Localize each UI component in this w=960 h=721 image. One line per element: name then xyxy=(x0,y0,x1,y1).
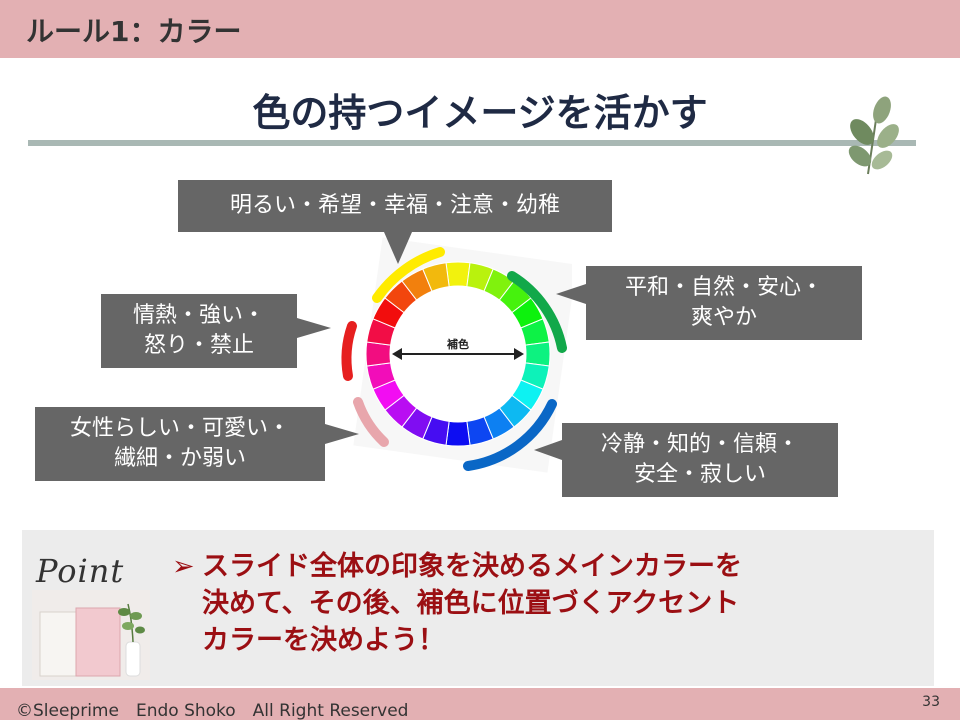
callout-green-tail xyxy=(556,284,586,304)
callout-green-line1: 平和・自然・安心・ xyxy=(624,275,823,300)
color-wheel: 補色 xyxy=(341,237,572,473)
callout-blue-line1: 冷静・知的・信頼・ xyxy=(600,432,799,457)
point-line-1: スライド全体の印象を決めるメインカラーを xyxy=(202,551,742,582)
footer-copyright: ©Sleeprime Endo Shoko All Right Reserved xyxy=(16,701,409,721)
callout-pink-tail xyxy=(325,424,359,444)
point-label: Point xyxy=(36,552,125,590)
callout-blue-line2: 安全・寂しい xyxy=(633,462,766,487)
callout-pink-line2: 繊細・か弱い xyxy=(113,446,246,471)
point-line-3: カラーを決めよう！ xyxy=(202,625,445,656)
callout-green: 平和・自然・安心・ 爽やか xyxy=(586,266,862,340)
slide-title: 色の持つイメージを活かす xyxy=(252,91,708,135)
arrow-bullet-icon: ➢ xyxy=(172,551,195,582)
leaf-icon xyxy=(848,96,899,175)
callout-yellow: 明るい・希望・幸福・注意・幼稚 xyxy=(178,180,612,232)
callout-pink: 女性らしい・可愛い・ 繊細・か弱い xyxy=(35,407,325,481)
point-box xyxy=(22,530,934,686)
footer-bar: ©Sleeprime Endo Shoko All Right Reserved… xyxy=(0,688,960,721)
wheel-center-label: 補色 xyxy=(446,337,469,351)
callout-red-line2: 怒り・禁止 xyxy=(143,333,254,358)
red-arc xyxy=(341,321,357,381)
page-number: 33 xyxy=(922,694,940,710)
wheel-segment xyxy=(365,341,392,367)
callout-red: 情熱・強い・ 怒り・禁止 xyxy=(101,294,297,368)
blue-arc xyxy=(463,399,557,471)
callout-green-line2: 爽やか xyxy=(690,305,757,330)
wheel-segment xyxy=(524,341,551,367)
point-text: ➢ スライド全体の印象を決めるメインカラーを 決めて、その後、補色に位置づくアク… xyxy=(172,548,872,659)
point-line-2: 決めて、その後、補色に位置づくアクセント xyxy=(202,588,740,619)
yellow-arc xyxy=(372,247,445,303)
callout-yellow-tail xyxy=(384,232,412,264)
header-title: ルール1：カラー xyxy=(26,15,242,48)
header-bar: ルール1：カラー xyxy=(0,0,960,58)
pink-arc xyxy=(353,397,389,447)
callout-red-line1: 情熱・強い・ xyxy=(132,303,265,328)
title-underline xyxy=(28,140,916,146)
green-arc xyxy=(507,271,567,353)
callout-pink-line1: 女性らしい・可愛い・ xyxy=(69,416,290,441)
callout-red-tail xyxy=(297,318,331,338)
wheel-segment xyxy=(445,420,471,447)
notebook-photo xyxy=(32,590,150,680)
wheel-segment xyxy=(445,261,471,288)
callout-blue: 冷静・知的・信頼・ 安全・寂しい xyxy=(562,423,838,497)
callout-blue-tail xyxy=(534,440,562,460)
callout-yellow-line: 明るい・希望・幸福・注意・幼稚 xyxy=(229,193,560,218)
